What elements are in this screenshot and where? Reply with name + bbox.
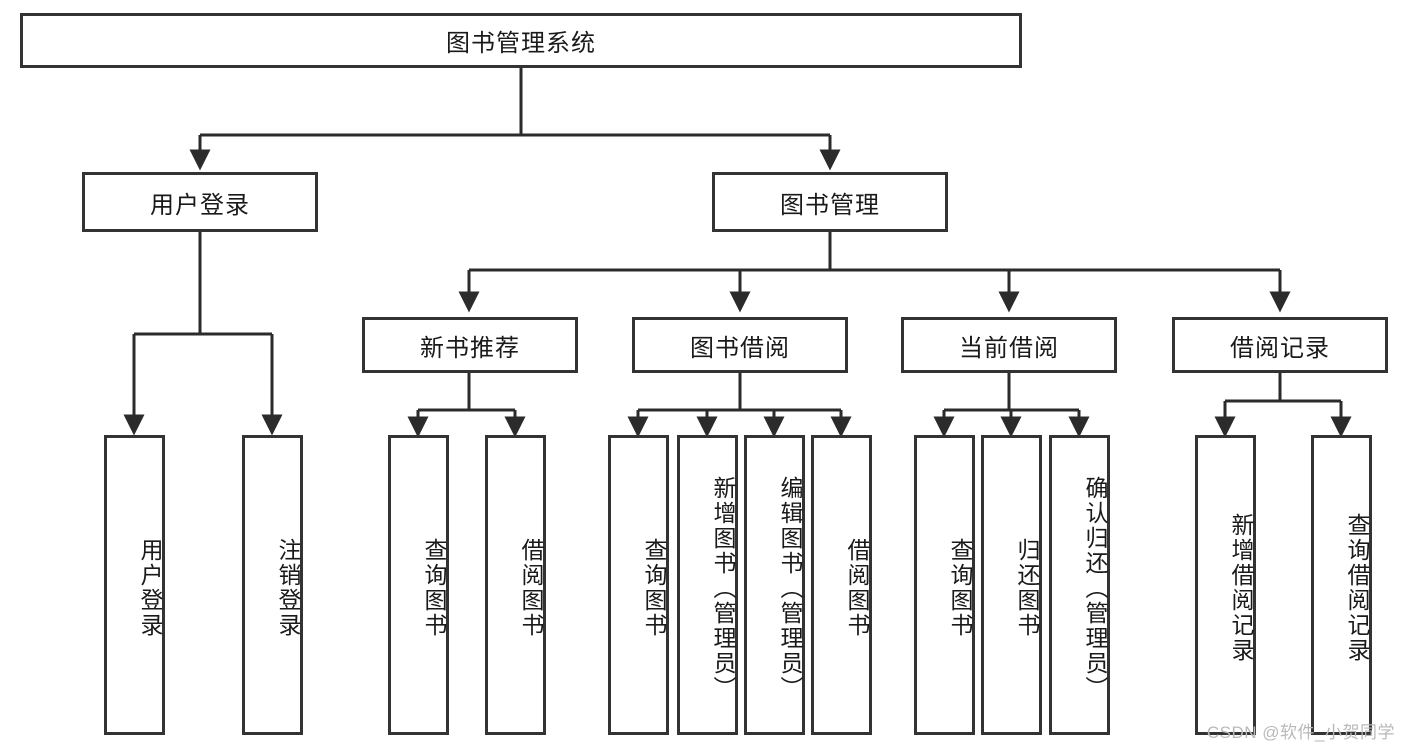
node-new-book-recommend[interactable]: 新书推荐: [362, 317, 578, 373]
node-label: 新增图书（管理员）: [710, 475, 736, 701]
leaf-borrow-edit-book-admin[interactable]: 编辑图书（管理员）: [744, 435, 805, 735]
leaf-user-login-logout[interactable]: 注销登录: [242, 435, 303, 735]
node-label: 新书推荐: [420, 334, 520, 362]
node-label: 确认归还（管理员）: [1082, 475, 1108, 701]
leaf-borrow-add-book-admin[interactable]: 新增图书（管理员）: [677, 435, 738, 735]
node-label: 查询借阅记录: [1344, 513, 1370, 663]
node-label: 新增借阅记录: [1228, 513, 1254, 663]
leaf-record-query-record[interactable]: 查询借阅记录: [1311, 435, 1372, 735]
leaf-borrow-borrow-book[interactable]: 借阅图书: [811, 435, 872, 735]
node-borrow-record[interactable]: 借阅记录: [1172, 317, 1388, 373]
node-user-login[interactable]: 用户登录: [82, 172, 318, 232]
node-label: 注销登录: [275, 538, 301, 638]
node-label: 借阅图书: [518, 538, 544, 638]
node-label: 图书管理系统: [446, 30, 596, 57]
node-current-borrow[interactable]: 当前借阅: [901, 317, 1117, 373]
node-label: 用户登录: [150, 191, 250, 219]
leaf-current-query-book[interactable]: 查询图书: [914, 435, 975, 735]
watermark-text: CSDN @软件_小贺同学: [1206, 723, 1395, 742]
leaf-borrow-query-book[interactable]: 查询图书: [608, 435, 669, 735]
node-label: 查询图书: [421, 538, 447, 638]
node-label: 借阅记录: [1230, 334, 1330, 362]
leaf-record-add-record[interactable]: 新增借阅记录: [1195, 435, 1256, 735]
node-book-borrow[interactable]: 图书借阅: [632, 317, 848, 373]
node-label: 编辑图书（管理员）: [777, 475, 803, 701]
leaf-user-login-login[interactable]: 用户登录: [104, 435, 165, 735]
node-label: 查询图书: [641, 538, 667, 638]
node-book-management[interactable]: 图书管理: [712, 172, 948, 232]
node-label: 图书管理: [780, 191, 880, 219]
leaf-current-return-book[interactable]: 归还图书: [981, 435, 1042, 735]
leaf-recommend-query-book[interactable]: 查询图书: [388, 435, 449, 735]
leaf-recommend-borrow-book[interactable]: 借阅图书: [485, 435, 546, 735]
leaf-current-confirm-return-admin[interactable]: 确认归还（管理员）: [1049, 435, 1110, 735]
node-label: 用户登录: [137, 538, 163, 638]
node-label: 图书借阅: [690, 334, 790, 362]
node-label: 当前借阅: [959, 334, 1059, 362]
node-label: 借阅图书: [844, 538, 870, 638]
node-label: 归还图书: [1014, 538, 1040, 638]
node-root-book-management-system[interactable]: 图书管理系统: [20, 13, 1022, 68]
node-label: 查询图书: [947, 538, 973, 638]
